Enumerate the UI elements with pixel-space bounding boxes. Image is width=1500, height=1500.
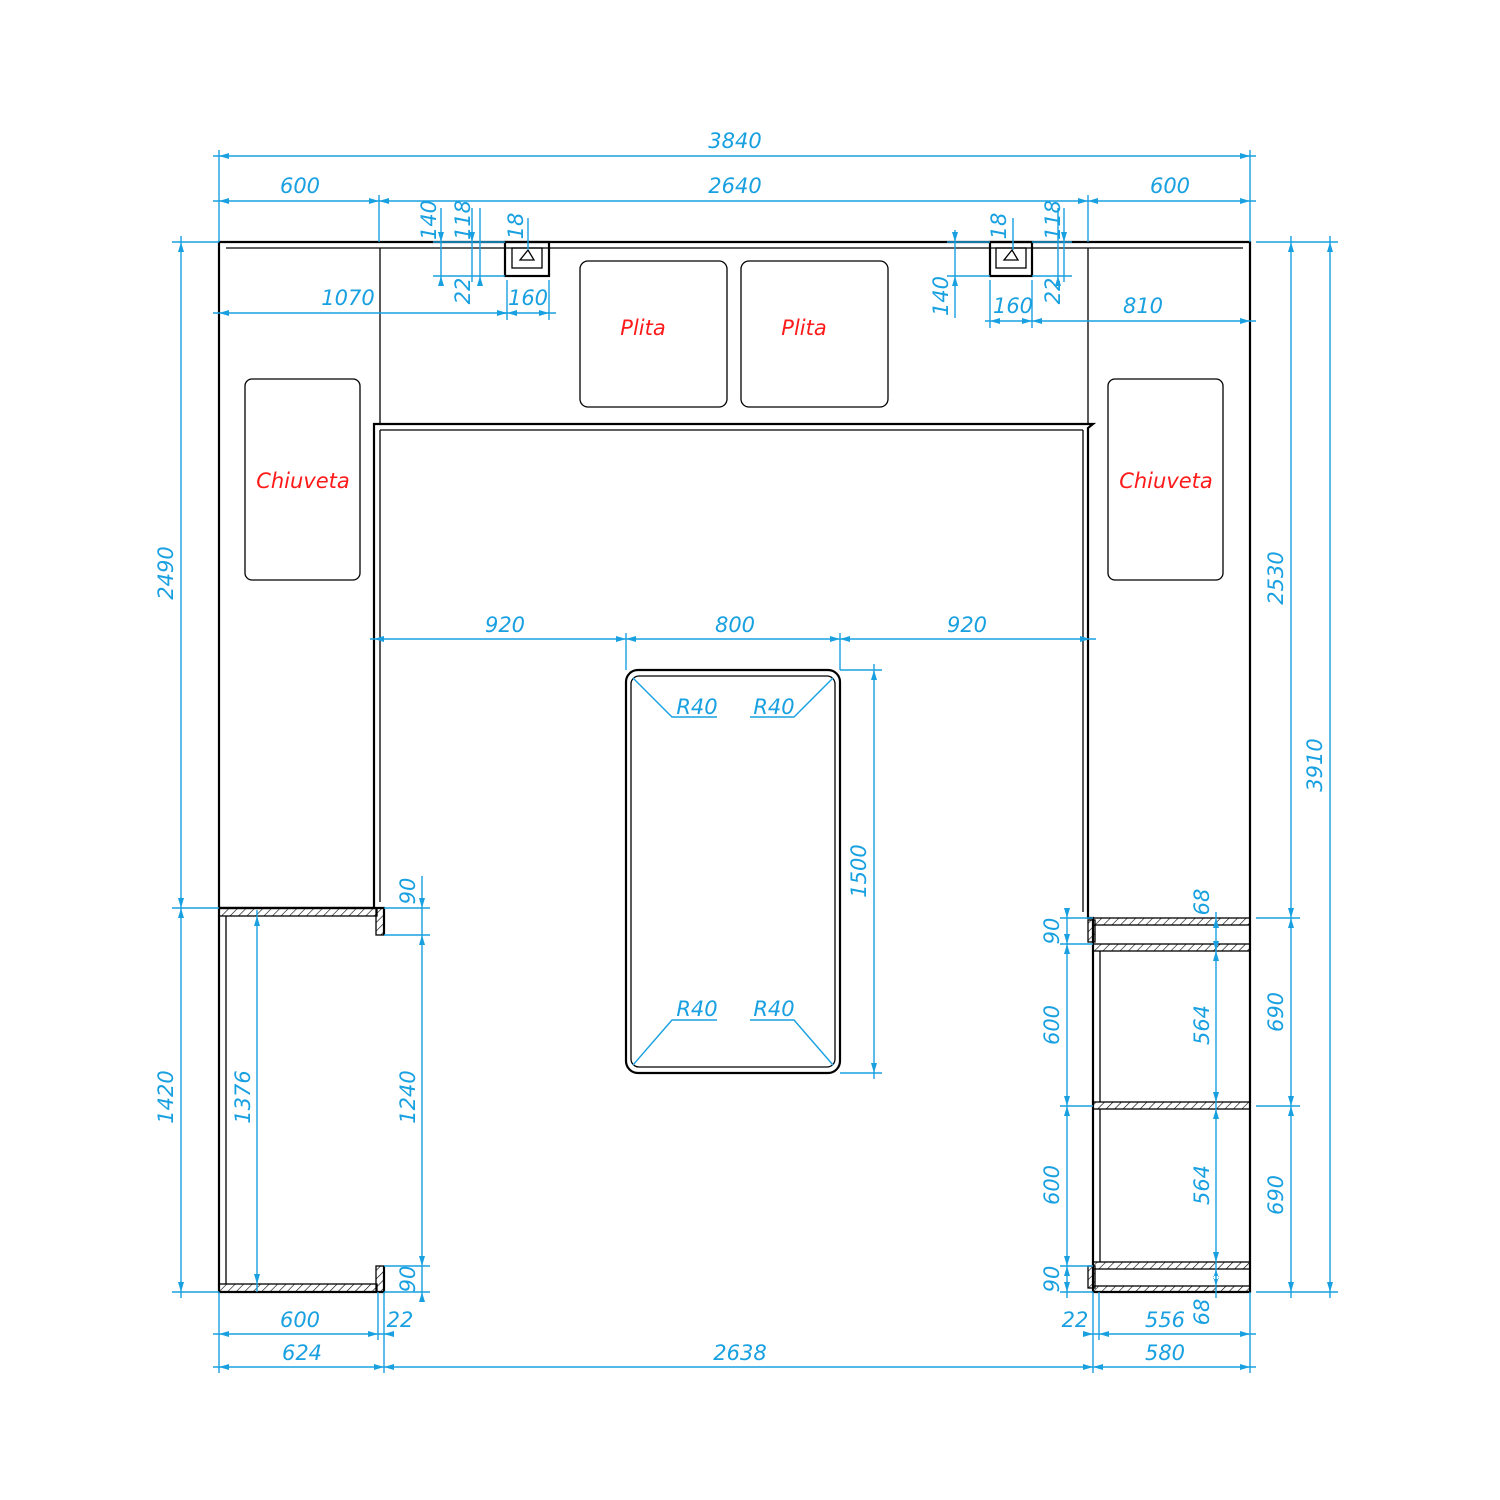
hob-right xyxy=(740,260,889,408)
radius-leader-tl xyxy=(632,677,717,718)
radius-leader-bl xyxy=(632,1019,717,1066)
right-shelf-5 xyxy=(1092,1285,1251,1293)
radius-bl: R40 xyxy=(676,997,717,1021)
dim-left-inner-1376: 1376 xyxy=(231,1070,255,1123)
left-bottom-return xyxy=(375,1265,385,1293)
right-bottom-return xyxy=(1087,1265,1096,1289)
dim-right-socket-140: 140 xyxy=(929,276,953,316)
right-shelf-1 xyxy=(1092,917,1251,926)
dim-right-68-top: 68 xyxy=(1190,889,1214,916)
dim-island-length: 1500 xyxy=(847,844,871,897)
socket-right xyxy=(988,240,1034,278)
radius-leaders xyxy=(632,677,834,1066)
dim-right-68-bottom: 68 xyxy=(1190,1299,1214,1326)
dim-left-socket-118: 118 xyxy=(451,200,475,240)
radius-tl: R40 xyxy=(676,695,717,719)
dim-right-564-b: 564 xyxy=(1190,1165,1214,1205)
dim-island-right-gap: 920 xyxy=(947,613,987,637)
dim-left-socket-18: 18 xyxy=(504,213,528,240)
sink-left-label: Chiuveta xyxy=(256,469,350,493)
dim-left-socket-140: 140 xyxy=(417,200,441,240)
hob-right-label: Plita xyxy=(781,316,826,340)
dim-left-sink-offset: 1070 xyxy=(321,286,374,310)
dimension-ticks xyxy=(178,153,1333,1370)
dim-left-inner-1240: 1240 xyxy=(396,1070,420,1123)
counter-inner-contour xyxy=(226,247,1243,912)
left-bottom-panel xyxy=(218,1283,378,1293)
dim-left-lower-height: 1420 xyxy=(154,1070,178,1123)
dim-right-socket-18: 18 xyxy=(987,213,1011,240)
radius-leader-tr xyxy=(750,677,834,718)
dim-right-690-a: 690 xyxy=(1264,992,1288,1032)
right-shelf-4 xyxy=(1092,1261,1251,1270)
dim-right-gap-bottom-90: 90 xyxy=(1040,1266,1064,1293)
dim-bottom-2638: 2638 xyxy=(713,1341,766,1365)
dim-right-socket-22: 22 xyxy=(1041,278,1065,305)
dim-bottom-624: 624 xyxy=(282,1341,322,1365)
dim-top-left: 600 xyxy=(280,174,320,198)
dim-right-total-height: 3910 xyxy=(1303,738,1327,791)
dimension-texts: 3840 600 2640 600 1070 810 160 160 140 1… xyxy=(154,129,1327,1365)
socket-left-body xyxy=(503,240,551,278)
dim-top-right: 600 xyxy=(1150,174,1190,198)
radius-leader-br xyxy=(750,1019,834,1066)
left-top-panel xyxy=(218,907,378,917)
dim-right-564-a: 564 xyxy=(1190,1005,1214,1045)
dim-right-gap-top-90: 90 xyxy=(1040,918,1064,945)
right-shelf-3 xyxy=(1092,1101,1251,1110)
dim-bottom-right-22: 22 xyxy=(1062,1308,1089,1332)
dim-bottom-right-556: 556 xyxy=(1145,1308,1185,1332)
island-outer xyxy=(624,668,842,1075)
dim-left-socket-22: 22 xyxy=(451,278,475,305)
hatched-panels xyxy=(218,907,1251,1293)
dim-right-600-a: 600 xyxy=(1040,1005,1064,1045)
hob-left xyxy=(579,260,728,408)
dim-right-690-b: 690 xyxy=(1264,1175,1288,1215)
dim-right-socket-width: 160 xyxy=(993,294,1033,318)
kitchen-outline xyxy=(217,240,1252,1294)
dimension-lines xyxy=(172,150,1338,1373)
socket-right-inner xyxy=(995,247,1027,269)
socket-right-icon xyxy=(1002,248,1020,261)
socket-left-icon xyxy=(518,248,536,261)
dim-left-socket-width: 160 xyxy=(508,286,548,310)
dim-right-socket-118: 118 xyxy=(1041,200,1065,240)
socket-right-body xyxy=(988,240,1034,278)
dim-right-upper-height: 2530 xyxy=(1264,551,1288,604)
island-inner xyxy=(630,675,836,1068)
dim-left-upper-height: 2490 xyxy=(154,546,178,599)
socket-left xyxy=(503,240,551,278)
dim-island-width: 800 xyxy=(715,613,755,637)
left-top-return xyxy=(375,907,385,936)
dim-bottom-left-600: 600 xyxy=(280,1308,320,1332)
dim-island-left-gap: 920 xyxy=(485,613,525,637)
radius-tr: R40 xyxy=(753,695,794,719)
dim-left-gap-top-90: 90 xyxy=(396,878,420,905)
dim-top-middle: 2640 xyxy=(708,174,761,198)
sink-right-label: Chiuveta xyxy=(1119,469,1213,493)
right-top-return xyxy=(1087,919,1096,943)
counter-outer-contour xyxy=(217,240,1252,1294)
right-shelf-2 xyxy=(1092,943,1251,952)
dim-right-sink-offset: 810 xyxy=(1123,294,1163,318)
dim-bottom-left-22: 22 xyxy=(387,1308,414,1332)
dim-total-width: 3840 xyxy=(708,129,761,153)
dim-left-gap-bottom-90: 90 xyxy=(396,1266,420,1293)
sink-right xyxy=(1107,378,1224,581)
radius-br: R40 xyxy=(753,997,794,1021)
sink-left xyxy=(244,378,361,581)
hob-left-label: Plita xyxy=(620,316,665,340)
dim-bottom-580: 580 xyxy=(1145,1341,1185,1365)
dim-right-600-b: 600 xyxy=(1040,1165,1064,1205)
socket-left-inner xyxy=(511,247,543,269)
